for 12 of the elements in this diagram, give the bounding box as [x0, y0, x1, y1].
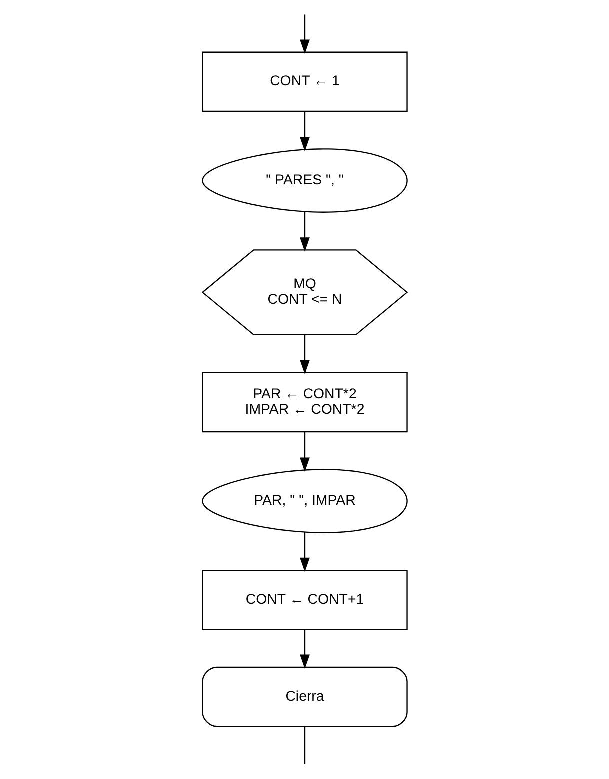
node-box: CONT ← 1: [202, 52, 408, 112]
arrow: [300, 212, 310, 252]
arrow: [300, 335, 310, 374]
arrow: [300, 14, 310, 54]
arrow: [300, 630, 310, 669]
arrow: [300, 532, 310, 572]
connector: [304, 726, 306, 764]
node-box: PAR ← CONT*2 IMPAR ← CONT*2: [202, 372, 408, 433]
node-box: CONT ← CONT+1: [202, 570, 408, 630]
arrow: [300, 112, 310, 152]
arrow: [300, 432, 310, 472]
node-box: Cierra: [202, 666, 408, 728]
